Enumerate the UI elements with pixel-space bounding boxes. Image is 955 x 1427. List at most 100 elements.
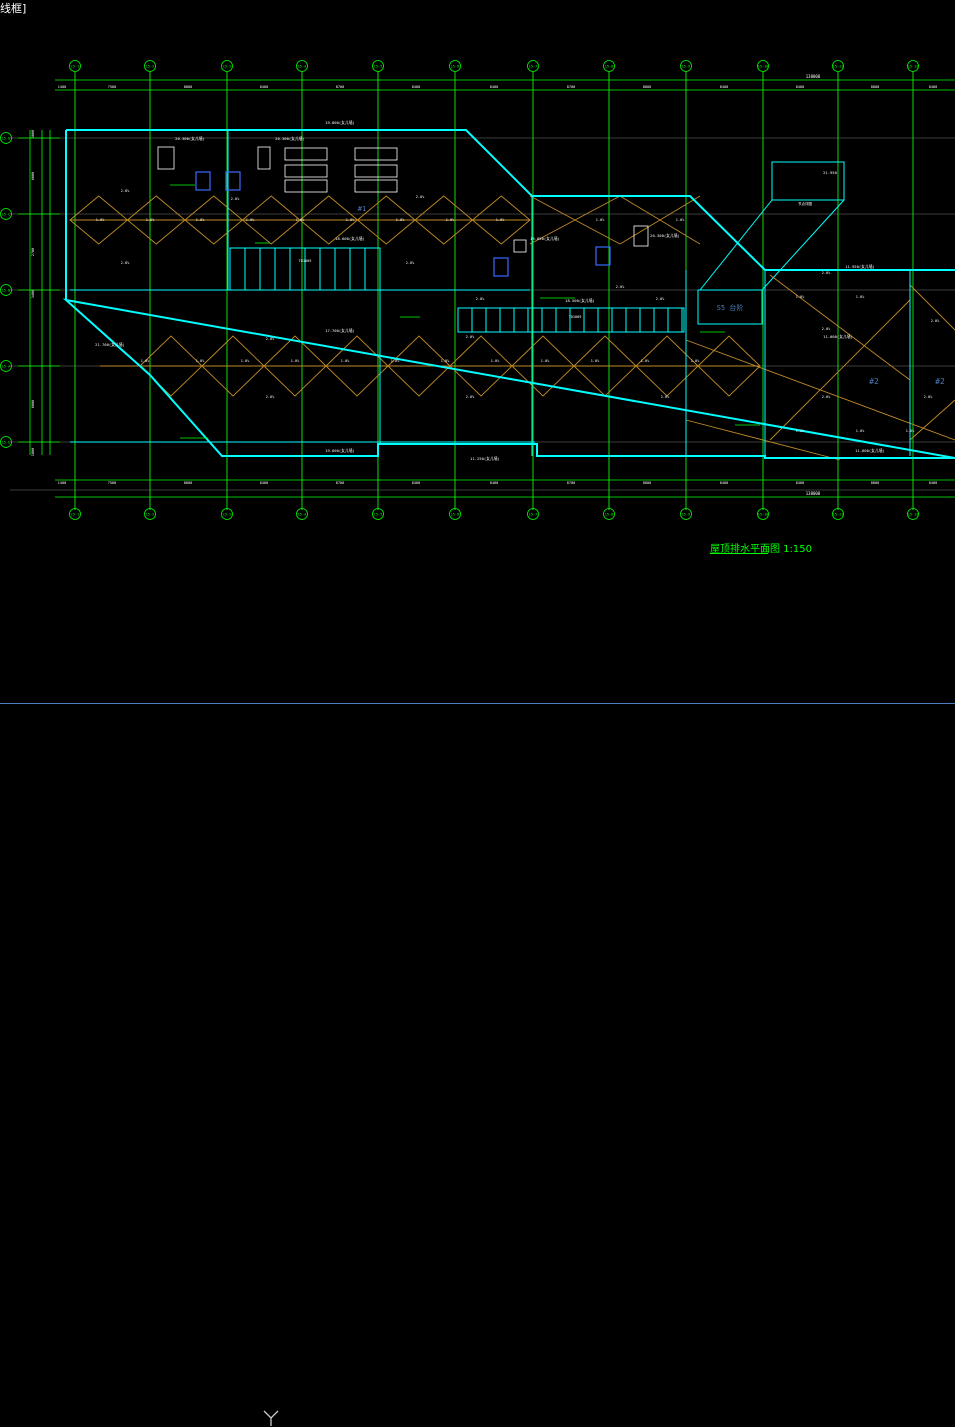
equipment-unit (354, 147, 398, 161)
dim-text-bottom: 8400 (720, 481, 728, 485)
grid-label-left: 15-E (2, 441, 10, 445)
slope-text: 2.0% (822, 327, 831, 331)
grid-label-top: 15-10 (758, 65, 769, 69)
dim-text-top: 8700 (567, 85, 575, 89)
slope-text: 1.0% (856, 429, 865, 433)
dim-text-top: 8400 (720, 85, 728, 89)
grid-label-bottom: 15-10 (758, 513, 769, 517)
grid-label-left: 15-A (2, 365, 11, 369)
pump-unit (493, 257, 509, 277)
inner-walls (70, 130, 911, 456)
grid-label-bottom: 15-12 (908, 513, 919, 517)
dim-text-top: 7500 (108, 85, 116, 89)
parapet-main (62, 129, 955, 459)
slope-text: 2.0% (266, 337, 275, 341)
elevation-text: 19.800(女儿墙) (325, 120, 355, 125)
grid-label-top: 15-12 (908, 65, 919, 69)
elevation-text: 20.300(女儿墙) (175, 136, 205, 141)
elevation-text: 18.600(女儿墙) (335, 236, 365, 241)
dim-text-left: 1800 (31, 448, 35, 456)
grid-bubble-top (296, 60, 308, 72)
detail-leader (699, 199, 845, 291)
grid-bubble-top (527, 60, 539, 72)
slope-text: 1.0% (391, 359, 400, 363)
rooftop-equipment (157, 146, 649, 253)
elevation-text: 18.500(女儿墙) (565, 298, 595, 303)
grid-label-top: 15-5 (374, 65, 382, 69)
equipment-unit (284, 147, 328, 161)
grid-label-bottom: 15-7 (529, 513, 537, 517)
grid-label-bottom: 15-3 (223, 513, 231, 517)
dim-text-left: 3000 (31, 130, 35, 138)
grid-bubble-bottom (603, 508, 615, 520)
grid-label-left: 15-D (2, 137, 10, 141)
grid-bubble-top (372, 60, 384, 72)
slope-text: 1.0% (856, 295, 865, 299)
dim-text-left: 2700 (31, 248, 35, 256)
grid-bubble-bottom (69, 508, 81, 520)
annotation-lines (170, 184, 760, 439)
dim-text-bottom: 8400 (412, 481, 420, 485)
equipment-unit (284, 164, 328, 178)
slope-text: 1.0% (341, 359, 350, 363)
shaft-label: TD1009 (299, 259, 312, 263)
detail-label: 节点详图 (798, 201, 812, 206)
slope-text: 1.0% (796, 295, 805, 299)
grid-label-bottom: 15-4 (298, 513, 306, 517)
ucs-icon (263, 1410, 279, 1426)
grid-label-bottom: 15-6 (451, 513, 459, 517)
dim-text-bottom: 8700 (567, 481, 575, 485)
elevation-text: 11.950(女儿墙) (845, 264, 875, 269)
equipment-unit (354, 164, 398, 178)
slope-text: 1.0% (296, 218, 305, 222)
dim-text-top: 8400 (260, 85, 268, 89)
dim-text-left: 6000 (31, 400, 35, 408)
grid-label-top: 15-7 (529, 65, 537, 69)
slope-text: 1.0% (346, 218, 355, 222)
grid-label-left: 15-C (2, 213, 10, 217)
grid-label-top: 15-9 (682, 65, 690, 69)
elevation-text: 11.250(女儿墙) (470, 456, 500, 461)
slope-text: 2.0% (822, 395, 831, 399)
slope-text: 1.0% (596, 218, 605, 222)
drawing-title-underline (710, 553, 768, 554)
grid-bubble-bottom (449, 508, 461, 520)
slope-text: 1.0% (491, 359, 500, 363)
slope-text: 1.0% (196, 218, 205, 222)
parapet-outline (62, 129, 955, 459)
slope-text: 2.0% (466, 335, 475, 339)
zone-label: #2 (935, 377, 945, 386)
grid-bubble-bottom (221, 508, 233, 520)
grid-label-top: 15-2 (146, 65, 154, 69)
grid-label-top: 15-6 (451, 65, 459, 69)
grid-bubble-left (0, 436, 12, 448)
grid-bubble-left (0, 208, 12, 220)
dim-text-bottom: 8800 (871, 481, 879, 485)
elevation-text: 20.300(女儿墙) (275, 136, 305, 141)
zone-label: #2 (869, 377, 879, 386)
dim-text-top: 8800 (643, 85, 651, 89)
drawing-canvas[interactable]: 15-115-115-215-215-315-315-415-415-515-5… (0, 0, 955, 703)
pump-unit (225, 171, 241, 191)
elevation-text: 17.700(女儿墙) (325, 328, 355, 333)
slope-text: 2.0% (121, 261, 130, 265)
view-style-label[interactable]: 线框] (0, 2, 27, 15)
slope-text: 2.0% (266, 395, 275, 399)
grid-label-bottom: 15-2 (146, 513, 154, 517)
slope-text: 1.0% (906, 429, 915, 433)
slope-text: 2.0% (231, 197, 240, 201)
dim-text-top: 8800 (871, 85, 879, 89)
slope-text: 2.0% (476, 297, 485, 301)
grid-bubble-top (221, 60, 233, 72)
dim-text-top: 8800 (184, 85, 192, 89)
slope-text: 1.0% (591, 359, 600, 363)
grid-label-top: 15-3 (223, 65, 231, 69)
dim-text-top: 8400 (412, 85, 420, 89)
inner-wall-lines (227, 130, 911, 456)
dim-text-left: 3400 (31, 290, 35, 298)
grid-bubble-top (69, 60, 81, 72)
grid-bubble-left (0, 284, 12, 296)
slope-text: 1.0% (291, 359, 300, 363)
grid-bubble-top (144, 60, 156, 72)
